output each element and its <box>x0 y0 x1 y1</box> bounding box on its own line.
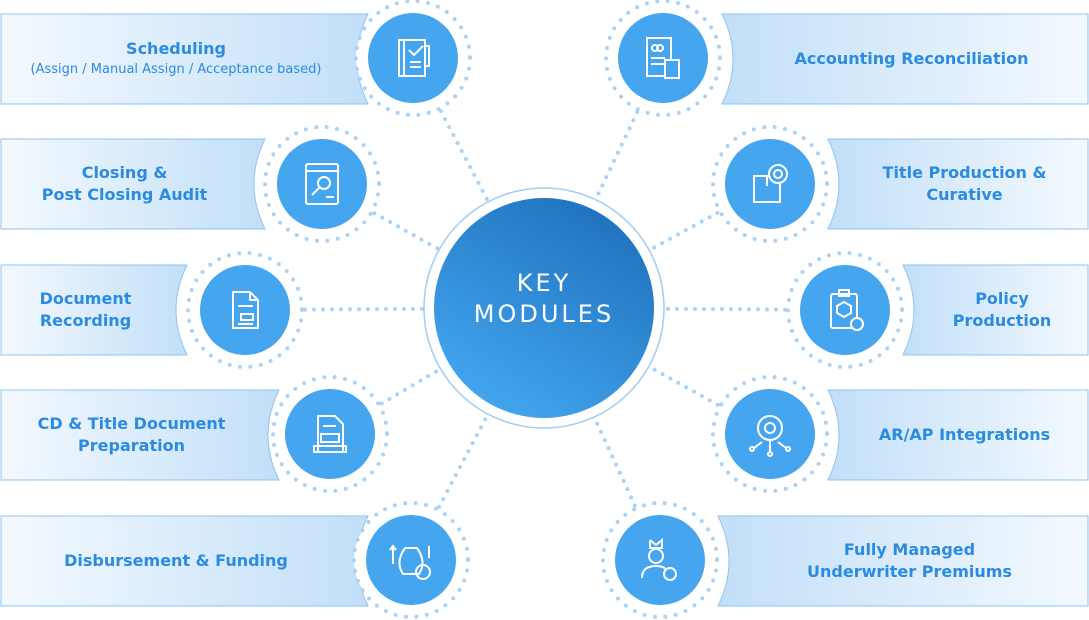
box-badge-icon <box>753 164 788 203</box>
module-1-connector <box>438 109 490 202</box>
clipboard-cube-gear-icon <box>830 289 864 331</box>
money-bag-coins-icon <box>389 544 431 580</box>
module-6-title: Accounting Reconciliation <box>794 49 1029 68</box>
center-title-line2: MODULES <box>473 300 615 328</box>
module-8-title: Policy <box>975 289 1029 308</box>
module-5-label: Disbursement & Funding <box>4 516 348 606</box>
module-1-subtitle: (Assign / Manual Assign / Acceptance bas… <box>30 62 322 77</box>
module-2-box <box>0 138 266 230</box>
module-4-box <box>0 389 280 481</box>
module-10-connector <box>593 416 637 508</box>
module-3-connector <box>302 306 425 312</box>
module-2-title-line2: Post Closing Audit <box>41 185 208 204</box>
module-6-box <box>721 13 1089 105</box>
module-5-icon-circle <box>366 515 456 605</box>
center-title-line1: KEY <box>516 269 572 297</box>
module-3-title: Document <box>39 289 132 308</box>
module-4-title-line2: Preparation <box>78 436 185 455</box>
module-2-label: Closing & Post Closing Audit <box>4 139 245 229</box>
module-6-connector <box>594 110 640 200</box>
module-8-icon-circle <box>800 265 890 355</box>
module-3-title-line2: Recording <box>39 311 132 330</box>
center-circle <box>434 198 654 418</box>
module-1-icon-circle <box>368 13 458 103</box>
module-1-label: Scheduling (Assign / Manual Assign / Acce… <box>4 14 348 104</box>
module-4-title: CD & Title Document <box>37 414 226 433</box>
module-7-label: Title Production & Curative <box>844 139 1085 229</box>
module-6-label: Accounting Reconciliation <box>738 14 1085 104</box>
module-2-connector <box>372 211 440 251</box>
window-search-audit-icon <box>305 163 339 205</box>
invoice-calculator-icon <box>646 37 680 79</box>
module-9-title: AR/AP Integrations <box>878 425 1051 444</box>
module-7-title-line2: Curative <box>926 185 1003 204</box>
document-file-icon <box>232 291 259 329</box>
module-10-icon-circle <box>615 515 705 605</box>
module-9-box <box>827 389 1089 481</box>
module-3-box <box>0 264 188 356</box>
module-8-title-line2: Production <box>952 311 1052 330</box>
module-10-title: Fully Managed <box>843 540 976 559</box>
module-1-title: Scheduling <box>126 39 226 58</box>
center-title: KEY MODULES <box>444 268 644 330</box>
module-9-label: AR/AP Integrations <box>844 390 1085 480</box>
cd-document-icon <box>313 415 347 453</box>
module-2-title: Closing & <box>81 163 168 182</box>
checklist-notebook-icon <box>398 39 430 77</box>
module-10-box <box>717 515 1089 607</box>
module-7-box <box>827 138 1089 230</box>
module-5-connector <box>437 413 490 509</box>
module-7-title: Title Production & <box>882 163 1047 182</box>
module-7-icon-circle <box>725 139 815 229</box>
module-3-icon-circle <box>200 265 290 355</box>
module-8-box <box>902 264 1089 356</box>
gear-network-icon <box>749 415 791 457</box>
user-crown-gear-icon <box>641 537 677 581</box>
module-9-connector <box>648 365 720 407</box>
module-4-connector <box>379 367 441 406</box>
module-5-title: Disbursement & Funding <box>64 551 288 570</box>
module-2-icon-circle <box>277 139 367 229</box>
module-7-connector <box>648 210 720 252</box>
module-8-connector <box>663 306 788 312</box>
module-10-title-line2: Underwriter Premiums <box>807 562 1012 581</box>
